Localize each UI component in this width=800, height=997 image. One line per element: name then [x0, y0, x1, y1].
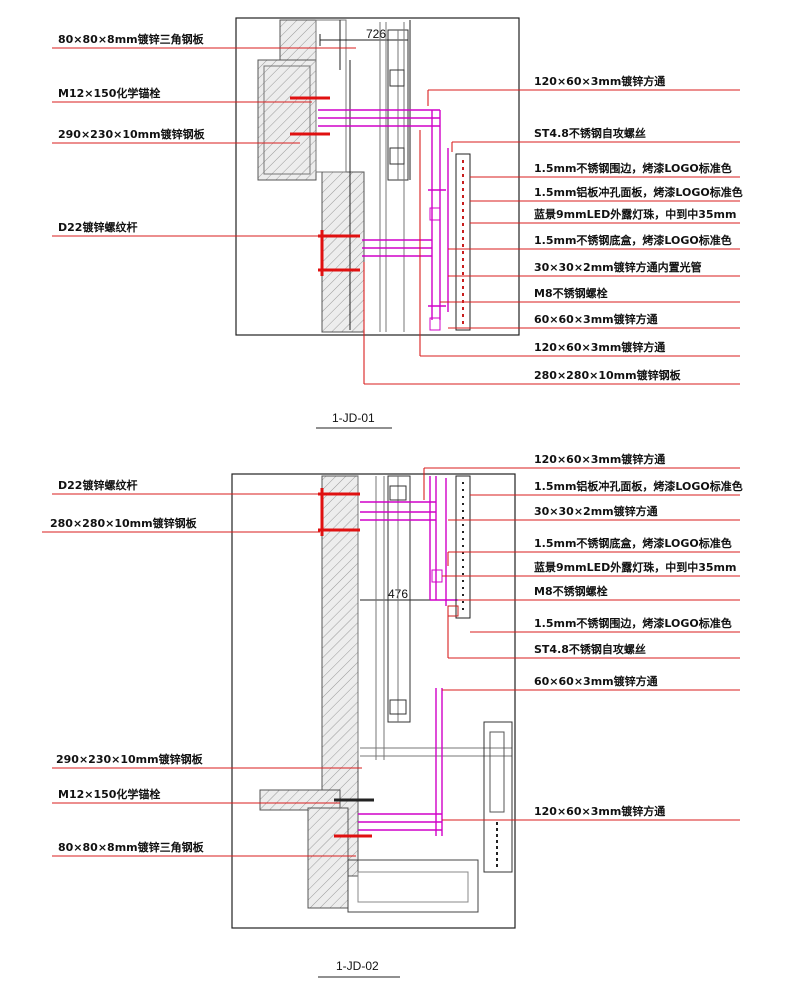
detail-2-bolts — [318, 488, 374, 838]
detail-2-steel-members — [358, 476, 458, 836]
callout-label: ST4.8不锈钢自攻螺丝 — [534, 642, 646, 656]
detail-1-wall — [257, 19, 365, 333]
detail-2-profiles — [360, 475, 513, 873]
callout-label: 1.5mm不锈钢底盒，烤漆LOGO标准色 — [534, 233, 732, 247]
callout-label: D22镀锌螺纹杆 — [58, 478, 137, 492]
detail-1-title: 1-JD-01 — [332, 411, 375, 425]
callout-label: 80×80×8mm镀锌三角钢板 — [58, 840, 205, 854]
callout-label: M12×150化学锚栓 — [58, 86, 160, 100]
callout-label: 30×30×2mm镀锌方通 — [534, 504, 658, 518]
detail-1-steel-members — [318, 109, 449, 331]
detail-2: 476 — [42, 452, 743, 978]
detail-1-right-labels: 120×60×3mm镀锌方通 ST4.8不锈钢自攻螺丝 1.5mm不锈钢围边，烤… — [534, 74, 743, 382]
detail-2-frame — [231, 473, 516, 929]
callout-label: M8不锈钢螺栓 — [534, 584, 608, 598]
callout-label: ST4.8不锈钢自攻螺丝 — [534, 126, 646, 140]
callout-label: 280×280×10mm镀锌钢板 — [50, 516, 198, 530]
detail-2-right-leaders — [423, 467, 740, 821]
callout-label: 蓝景9mmLED外露灯珠，中到中35mm — [534, 560, 736, 574]
callout-label: 蓝景9mmLED外露灯珠，中到中35mm — [534, 207, 736, 221]
detail-1-right-leaders — [363, 89, 740, 385]
callout-label: 1.5mm铝板冲孔面板，烤漆LOGO标准色 — [534, 185, 743, 199]
detail-1-led-panel — [455, 153, 471, 331]
detail-2-left-labels: D22镀锌螺纹杆 280×280×10mm镀锌钢板 290×230×10mm镀锌… — [50, 478, 205, 854]
callout-label: 290×230×10mm镀锌钢板 — [56, 752, 204, 766]
callout-label: M8不锈钢螺栓 — [534, 286, 608, 300]
callout-label: 1.5mm铝板冲孔面板，烤漆LOGO标准色 — [534, 479, 743, 493]
callout-label: 30×30×2mm镀锌方通内置光管 — [534, 260, 702, 274]
callout-label: 120×60×3mm镀锌方通 — [534, 74, 665, 88]
detail-1-bolts — [290, 96, 360, 276]
detail-2-right-labels: 120×60×3mm镀锌方通 1.5mm铝板冲孔面板，烤漆LOGO标准色 30×… — [534, 452, 743, 818]
callout-label: 120×60×3mm镀锌方通 — [534, 452, 665, 466]
detail-1-dimension: 726 — [366, 27, 386, 41]
callout-label: 1.5mm不锈钢底盒，烤漆LOGO标准色 — [534, 536, 732, 550]
detail-2-led-panel — [447, 475, 471, 619]
callout-label: 280×280×10mm镀锌钢板 — [534, 368, 682, 382]
detail-1-profiles — [339, 20, 411, 332]
callout-label: 1.5mm不锈钢围边，烤漆LOGO标准色 — [534, 161, 732, 175]
callout-label: 120×60×3mm镀锌方通 — [534, 804, 665, 818]
detail-2-wall — [259, 475, 479, 913]
callout-label: 1.5mm不锈钢围边，烤漆LOGO标准色 — [534, 616, 732, 630]
callout-label: 80×80×8mm镀锌三角钢板 — [58, 32, 205, 46]
callout-label: M12×150化学锚栓 — [58, 787, 160, 801]
callout-label: 60×60×3mm镀锌方通 — [534, 312, 658, 326]
callout-label: D22镀锌螺纹杆 — [58, 220, 137, 234]
callout-label: 60×60×3mm镀锌方通 — [534, 674, 658, 688]
detail-1-left-leaders — [52, 47, 356, 237]
detail-2-left-leaders — [42, 493, 362, 857]
callout-label: 120×60×3mm镀锌方通 — [534, 340, 665, 354]
detail-1: 726 — [52, 17, 743, 429]
callout-label: 290×230×10mm镀锌钢板 — [58, 127, 206, 141]
detail-2-title: 1-JD-02 — [336, 959, 379, 973]
detail-1-left-labels: 80×80×8mm镀锌三角钢板 M12×150化学锚栓 290×230×10mm… — [58, 32, 206, 234]
